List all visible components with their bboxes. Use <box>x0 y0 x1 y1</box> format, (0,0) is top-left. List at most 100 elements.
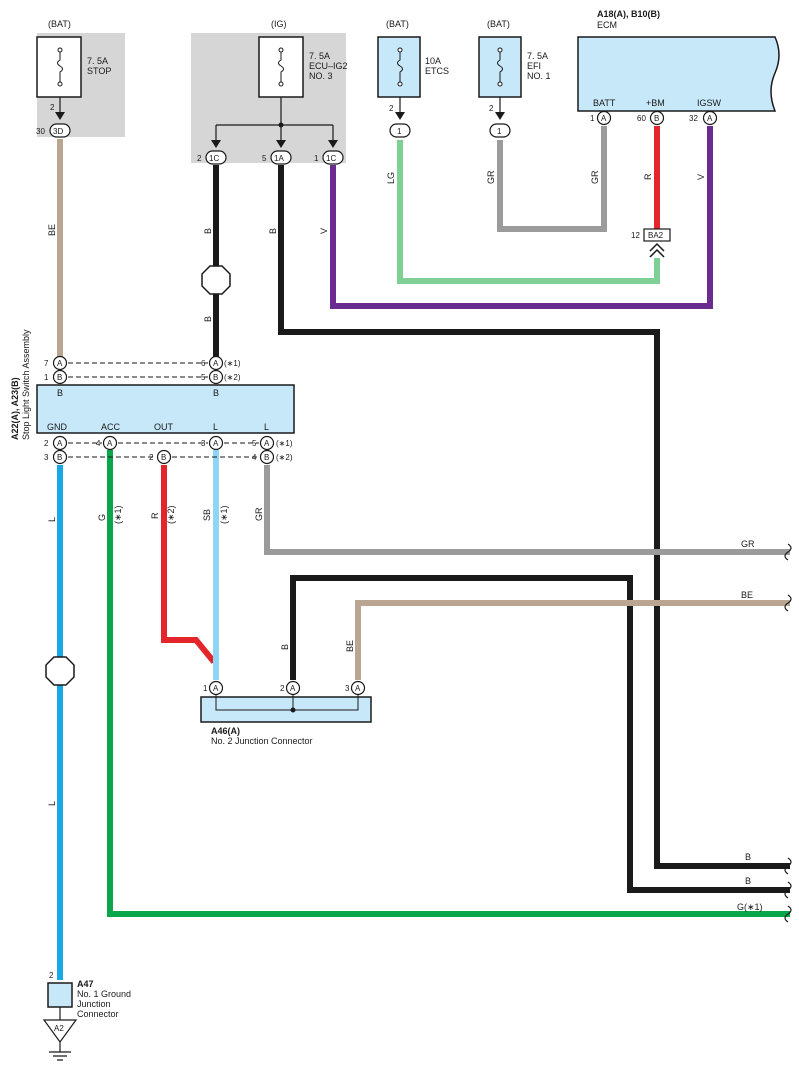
wire-note-r: (∗2) <box>166 505 176 524</box>
jc-code: A46(A) <box>211 726 240 736</box>
fuse-icon <box>278 50 284 84</box>
jc-conn-2-label: A <box>290 684 296 693</box>
ecm-name: ECM <box>597 20 617 30</box>
ecm-pin-igsw: 32 <box>689 114 698 123</box>
arrow-icon <box>495 112 505 120</box>
wire-label-r: R <box>150 512 160 519</box>
wire-r-out <box>161 465 217 664</box>
sw-note-5: (∗2) <box>224 373 241 382</box>
sw-pin-5: 5 <box>201 373 206 382</box>
wire-lg-etcs <box>397 140 660 284</box>
jc-pin-2: 2 <box>280 684 285 693</box>
wire-label-v: V <box>319 228 329 234</box>
sw-conn-1-label: B <box>57 373 62 382</box>
etcs-fuse-box <box>377 36 421 98</box>
out-label-be: BE <box>741 590 753 600</box>
efi-fuse-name2: NO. 1 <box>527 71 551 81</box>
sw-b-p3: 3 <box>44 453 49 462</box>
fuse-icon <box>397 50 403 84</box>
efi-fuse-pin-top: 2 <box>489 104 494 113</box>
wire-gr-l <box>264 465 790 555</box>
wire-label-be: BE <box>47 224 57 236</box>
sw-b-p4b: 4 <box>252 453 257 462</box>
ecm-conn-igsw-label: A <box>707 114 713 123</box>
wire-b-jc <box>290 575 790 893</box>
sw-b-n4: (∗2) <box>276 453 293 462</box>
ground-name2: Junction <box>77 999 111 1009</box>
sw-conn-6-label: A <box>213 359 219 368</box>
out-label-b2: B <box>745 876 751 886</box>
wire-note-g: (∗1) <box>113 505 123 524</box>
sw-note-6: (∗1) <box>224 359 241 368</box>
sw-conn-5 <box>208 369 224 385</box>
wire-label-r: R <box>643 173 653 180</box>
fuse-icon <box>497 50 503 84</box>
ecm-box <box>577 36 780 112</box>
stop-fuse-rating: 7. 5A <box>87 56 108 66</box>
wire-label-g: G <box>97 514 107 521</box>
fuse-icon <box>57 50 63 84</box>
jc-conn-3-label: A <box>355 684 361 693</box>
sw-term-gnd: GND <box>47 422 68 432</box>
sw-conn-6 <box>208 355 224 371</box>
wire-b-ig2-ecm <box>278 165 790 869</box>
wire-label-v: V <box>696 174 706 180</box>
wire-be-jc <box>355 600 790 680</box>
ecm-code: A18(A), B10(B) <box>597 9 660 19</box>
ecm-conn-igsw <box>702 110 718 126</box>
arrow-icon <box>328 140 338 148</box>
sw-b-p2b: 2 <box>149 453 154 462</box>
out-label-b1: B <box>745 852 751 862</box>
stop-fuse-pin-top: 2 <box>50 103 55 112</box>
wire-end-g <box>784 905 792 923</box>
wire-label-l: L <box>47 801 57 806</box>
jc-name: No. 2 Junction Connector <box>211 736 313 746</box>
ig2-conn-b-label: 1A <box>274 154 284 163</box>
wire-label-b: B <box>203 228 213 234</box>
sw-b-c3a: A <box>213 439 219 448</box>
jc-conn-3 <box>350 680 366 696</box>
sw-b-c2: A <box>57 439 63 448</box>
dashed-link <box>68 442 259 458</box>
stop-fuse-box <box>36 36 82 98</box>
junction-bus <box>215 694 359 711</box>
ground-name3: Connector <box>77 1009 119 1019</box>
ig2-conn-b <box>270 150 292 165</box>
sw-term-acc: ACC <box>101 422 121 432</box>
ecm-pin-batt: 1 <box>590 114 595 123</box>
efi-fuse-box <box>478 36 522 98</box>
ig2-pin-a: 2 <box>197 154 202 163</box>
sw-b-c3: B <box>57 453 62 462</box>
sw-b-c4: A <box>107 439 113 448</box>
wire-note-sb: (∗1) <box>219 505 229 524</box>
efi-conn <box>489 123 511 138</box>
efi-fuse-name1: EFI <box>527 61 541 71</box>
sw-code: A22(A), A23(B) <box>10 377 20 440</box>
sw-term-l2: L <box>264 422 269 432</box>
wire-v-igsw <box>330 126 713 309</box>
ig2-conn-c <box>322 150 344 165</box>
sw-b-p3a: 3 <box>201 439 206 448</box>
ecm-pin-bm: 60 <box>637 114 646 123</box>
wire-label-sb: SB <box>202 509 212 521</box>
sw-conn-b2b <box>156 449 172 465</box>
wire-label-be: BE <box>345 640 355 652</box>
ground-name1: No. 1 Ground <box>77 989 131 999</box>
ba2-conn <box>643 228 671 242</box>
wire-gr-efi <box>497 126 607 232</box>
sw-conn-5-label: B <box>213 373 218 382</box>
stop-fuse-source: (BAT) <box>48 19 71 29</box>
ecm-conn-batt-label: A <box>601 114 607 123</box>
ecm-term-batt: BATT <box>593 98 616 108</box>
stop-conn <box>49 123 71 138</box>
etcs-fuse-rating: 10A <box>425 56 441 66</box>
ig2-pin-c: 1 <box>314 154 319 163</box>
wire-label-b: B <box>280 644 290 650</box>
double-chevron-icon <box>649 242 665 258</box>
sw-b-n5: (∗1) <box>276 439 293 448</box>
wire-end-b2 <box>784 881 792 899</box>
sw-b-p5: 5 <box>252 439 257 448</box>
ecu-ig2-fuse-box <box>258 36 304 98</box>
jc-conn-1 <box>208 680 224 696</box>
